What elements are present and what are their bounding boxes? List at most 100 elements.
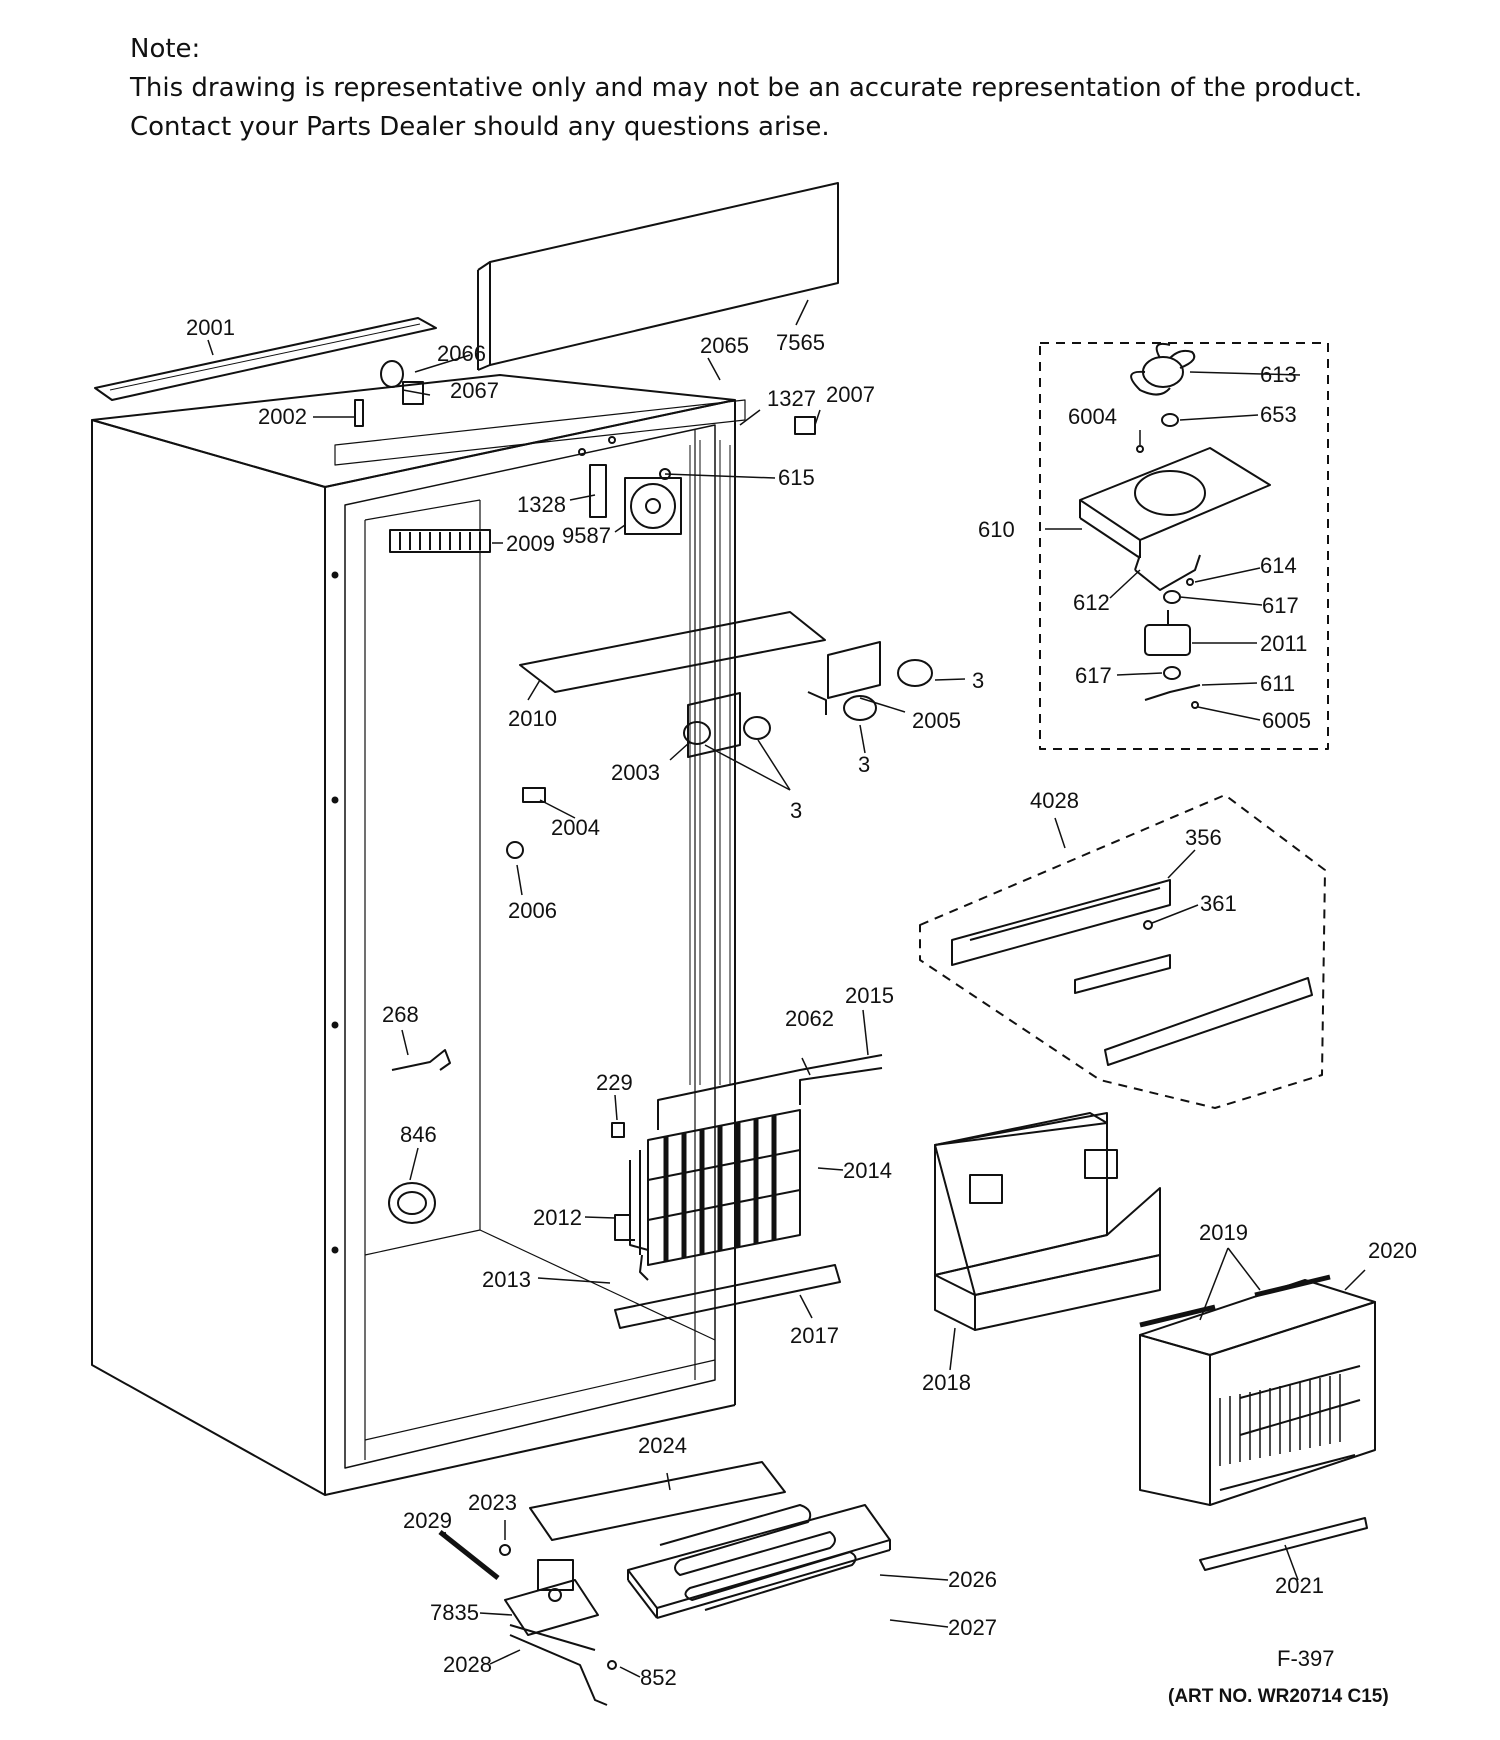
callout-3-left: 3 [790, 798, 802, 823]
fan-motor [1144, 610, 1191, 656]
callout-613: 613 [1260, 362, 1297, 387]
vent-grille [389, 529, 491, 553]
fan-motor-kit-box [1039, 342, 1329, 750]
insulation-pad [529, 1461, 786, 1541]
callout-3-right: 3 [972, 668, 984, 693]
callout-852: 852 [640, 1665, 677, 1690]
callout-2019: 2019 [1199, 1220, 1248, 1245]
callout-614: 614 [1260, 553, 1297, 578]
callout-2014: 2014 [843, 1158, 892, 1183]
callout-3-lower: 3 [858, 752, 870, 777]
callout-2004: 2004 [551, 815, 600, 840]
note-line-1: This drawing is representative only and … [130, 73, 1363, 103]
callout-2024: 2024 [638, 1433, 687, 1458]
control-board [1074, 954, 1171, 994]
callout-617-upper: 617 [1262, 593, 1299, 618]
roller-guide [354, 360, 816, 435]
grommet-lower [1163, 666, 1181, 680]
wire-harness [391, 1049, 451, 1071]
drain-grommet [388, 1182, 436, 1224]
dispenser-panel [1104, 977, 1313, 1066]
callout-2003: 2003 [611, 760, 660, 785]
note-line-2: Contact your Parts Dealer should any que… [130, 112, 830, 142]
light-socket-assembly [683, 641, 933, 758]
hinge-bracket [504, 1559, 599, 1651]
callout-361: 361 [1200, 891, 1237, 916]
callout-2062: 2062 [785, 1006, 834, 1031]
top-grille-panel [477, 182, 839, 371]
drain-pan [627, 1504, 891, 1619]
callout-2012: 2012 [533, 1205, 582, 1230]
cabinet-case [91, 374, 746, 1496]
motor-bracket [1134, 554, 1201, 591]
callout-2002: 2002 [258, 404, 307, 429]
dispenser-housing [951, 879, 1171, 966]
motor-bracket-lower [1144, 684, 1201, 701]
callout-2026: 2026 [948, 1567, 997, 1592]
callout-labels: 2001 2066 7565 2065 2067 2002 1327 2007 … [186, 315, 1417, 1690]
fan-shroud [1079, 447, 1271, 559]
callout-2015: 2015 [845, 983, 894, 1008]
drain-trough [614, 1264, 841, 1329]
grille-vent-slots [1209, 1374, 1341, 1468]
callout-2021: 2021 [1275, 1573, 1324, 1598]
callout-617-lower: 617 [1075, 663, 1112, 688]
callout-2006: 2006 [508, 898, 557, 923]
fan-blade [1130, 342, 1196, 396]
callout-846: 846 [400, 1122, 437, 1147]
top-trim-strip [94, 317, 437, 401]
callout-356: 356 [1185, 825, 1222, 850]
disclaimer-note: Note: This drawing is representative onl… [130, 30, 1362, 147]
hinge-pin [438, 1530, 511, 1580]
hinge-arm [509, 1634, 608, 1706]
art-number: (ART NO. WR20714 C15) [1168, 1686, 1389, 1707]
leader-lines [207, 299, 1366, 1678]
callout-653: 653 [1260, 402, 1297, 427]
callout-6005: 6005 [1262, 708, 1311, 733]
fan-hub-washer [1161, 413, 1179, 427]
callout-2007: 2007 [826, 382, 875, 407]
callout-612: 612 [1073, 590, 1110, 615]
callout-2009: 2009 [506, 531, 555, 556]
callout-615: 615 [778, 465, 815, 490]
callout-2001: 2001 [186, 315, 235, 340]
callout-6004: 6004 [1068, 404, 1117, 429]
callout-2010: 2010 [508, 706, 557, 731]
dispenser-screw [1143, 920, 1153, 930]
callout-2065: 2065 [700, 333, 749, 358]
callout-1327: 1327 [767, 386, 816, 411]
callout-9587: 9587 [562, 523, 611, 548]
callout-611: 611 [1260, 671, 1295, 696]
callout-4028: 4028 [1030, 788, 1079, 813]
callout-2067: 2067 [450, 378, 499, 403]
callout-2018: 2018 [922, 1370, 971, 1395]
callout-7835: 7835 [430, 1600, 479, 1625]
note-heading: Note: [130, 34, 201, 64]
callout-1328: 1328 [517, 492, 566, 517]
figure-id: F-397 [1277, 1646, 1335, 1671]
callout-2005: 2005 [912, 708, 961, 733]
defrost-heater [659, 1504, 857, 1611]
gasket-strips [1139, 1274, 1331, 1328]
fan-motor-assembly [578, 436, 682, 535]
callout-2029: 2029 [403, 1508, 452, 1533]
kick-plate [1199, 1517, 1368, 1571]
thermistor [506, 841, 524, 859]
kit-screw-top [1136, 445, 1144, 453]
light-shield [519, 611, 826, 693]
callout-2027: 2027 [948, 1615, 997, 1640]
callout-2066: 2066 [437, 341, 486, 366]
callout-268: 268 [382, 1002, 419, 1027]
light-switch [522, 787, 546, 803]
callout-2013: 2013 [482, 1267, 531, 1292]
callout-2028: 2028 [443, 1652, 492, 1677]
screw [607, 1660, 617, 1670]
callout-2023: 2023 [468, 1490, 517, 1515]
callout-610: 610 [978, 517, 1015, 542]
control-box [934, 1112, 1161, 1331]
callout-229: 229 [596, 1070, 633, 1095]
dispenser-kit-box [919, 794, 1326, 1109]
evaporator [611, 1054, 883, 1281]
callout-2020: 2020 [1368, 1238, 1417, 1263]
